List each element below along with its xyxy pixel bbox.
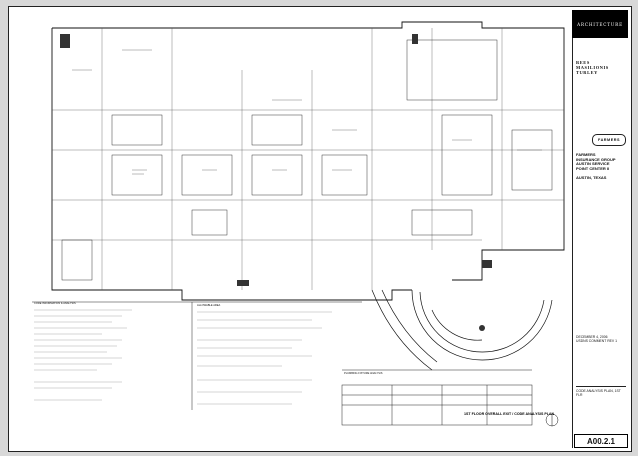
title-block: ARCHITECTURE REES MASILIONIS TURLEY FARM… — [572, 10, 628, 448]
project-name-line: FARMERS — [576, 152, 596, 157]
firm-header: ARCHITECTURE — [572, 10, 628, 38]
north-arrow-icon — [545, 413, 559, 427]
room-label-marks — [72, 49, 542, 175]
note-text-lines — [34, 309, 332, 405]
firm-name: REES MASILIONIS TURLEY — [576, 60, 626, 76]
floor-plan-drawing — [32, 21, 565, 427]
notes-heading-area: ALLOWABLE AREA — [197, 304, 221, 307]
interior-walls — [52, 28, 564, 290]
notes-frame — [32, 301, 533, 426]
notes-heading-plumbing: PLUMBING FIXTURE ANALYSIS — [344, 372, 383, 375]
room-blocks — [61, 39, 553, 281]
floor-plan-area: CODE INFORMATION & ANALYSIS ALLOWABLE AR… — [12, 10, 573, 448]
project-name-line: INSURANCE GROUP — [576, 156, 616, 162]
notes-heading-code: CODE INFORMATION & ANALYSIS — [34, 302, 76, 305]
stair-and-core-marks — [60, 34, 492, 331]
issue-date-line: DECEMBER 4, 2006 — [576, 335, 608, 339]
issue-date-line: USDNS COMMENT REV 1 — [576, 339, 618, 343]
issue-date: DECEMBER 4, 2006 USDNS COMMENT REV 1 — [576, 335, 626, 343]
firm-name-line: MASILIONIS — [576, 65, 609, 71]
project-city: AUSTIN, TEXAS — [576, 175, 607, 180]
sheet-title: CODE ANALYSIS PLAN, 1ST FLR — [576, 386, 626, 397]
project-name-line: POINT CENTER II — [576, 165, 610, 171]
sheet-number: A00.2.1 — [574, 434, 628, 448]
project-name-line: AUSTIN SERVICE — [576, 161, 610, 167]
building-outline — [51, 21, 565, 301]
rotunda — [371, 289, 553, 371]
drawing-caption: 1ST FLOOR OVERALL EXIT / CODE ANALYSIS P… — [464, 412, 555, 416]
firm-name-line: REES — [576, 60, 590, 65]
client-logo: FARMERS — [592, 134, 626, 146]
drawing-sheet: CODE INFORMATION & ANALYSIS ALLOWABLE AR… — [8, 6, 632, 452]
project-name: FARMERS INSURANCE GROUP AUSTIN SERVICE P… — [576, 152, 626, 171]
firm-name-line: TURLEY — [576, 70, 598, 76]
